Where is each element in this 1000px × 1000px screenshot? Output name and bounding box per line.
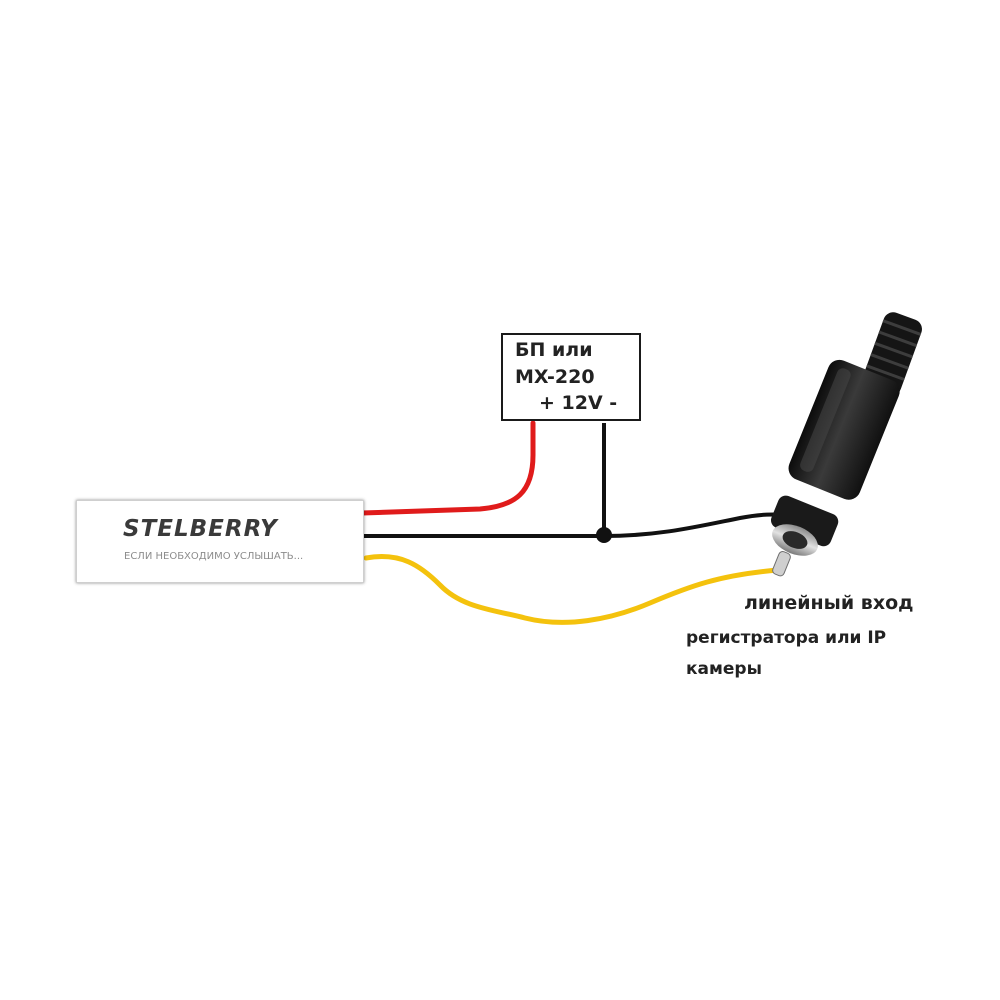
junction-dot-icon (596, 527, 612, 543)
psu-title: БП или (515, 339, 593, 361)
brand-logo: STELBERRY (123, 516, 278, 542)
line-input-label: линейный вход (744, 592, 914, 614)
stelberry-module: STELBERRY ЕСЛИ НЕОБХОДИМО УСЛЫШАТЬ... (76, 500, 364, 583)
yellow-wire (363, 554, 781, 625)
psu-voltage: + 12V - (539, 392, 618, 414)
power-supply-box: БП или MX-220 + 12V - (501, 333, 641, 421)
rca-plug-icon (771, 312, 922, 577)
black-wire-main (360, 512, 792, 538)
device-label-line1: регистратора или IP (686, 628, 887, 648)
psu-model: MX-220 (515, 366, 595, 388)
brand-slogan: ЕСЛИ НЕОБХОДИМО УСЛЫШАТЬ... (124, 551, 304, 562)
device-label-line2: камеры (686, 659, 762, 679)
red-wire (359, 420, 536, 516)
